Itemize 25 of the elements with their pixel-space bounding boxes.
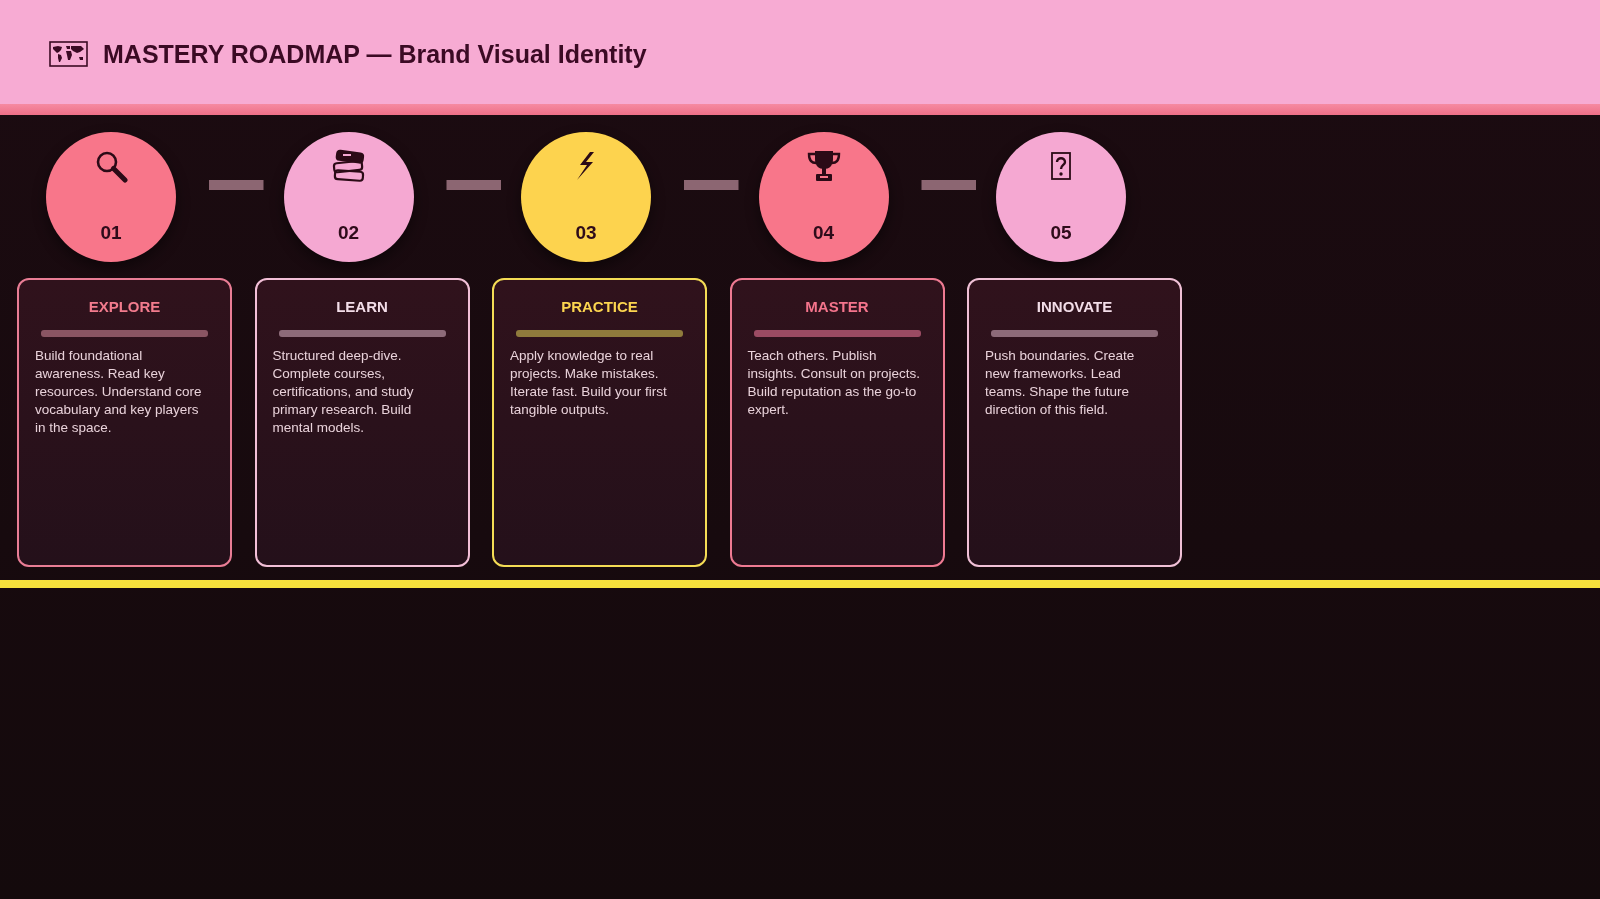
connector-bar: [684, 180, 739, 190]
card-description: Teach others. Publish insights. Consult on projects. Build reputation as the go-to expert.: [747, 347, 922, 419]
card-description: Build foundational awareness. Read key resources. Understand core vocabulary and key players in the space.: [35, 347, 203, 437]
card-description: Push boundaries. Create new frameworks. Lead teams. Shape the future direction of this field.: [985, 347, 1136, 419]
card-title: PRACTICE: [560, 297, 639, 317]
stage-card: [17, 278, 232, 567]
stage-card: [729, 278, 945, 567]
step-number: 05: [1049, 222, 1073, 244]
page-title: MASTERY ROADMAP — Brand Visual Identity: [103, 39, 647, 70]
card-description: Structured deep-dive. Complete courses, certifications, and study primary research. Build mental models.: [272, 347, 415, 437]
step-number: 02: [336, 222, 361, 244]
card-title: INNOVATE: [1035, 297, 1114, 317]
connector-bar: [209, 180, 264, 190]
card-title: EXPLORE: [87, 297, 162, 317]
connector-bar: [921, 180, 976, 190]
card-description: Apply knowledge to real projects. Make mistakes. Iterate fast. Build your first tangible outputs.: [510, 347, 668, 419]
card-title: LEARN: [335, 297, 389, 317]
connector-bar: [446, 180, 501, 190]
step-number: 01: [99, 222, 123, 244]
step-number: 04: [811, 222, 836, 244]
card-title: MASTER: [804, 297, 870, 317]
stage-card: [967, 278, 1182, 567]
step-number: 03: [574, 222, 598, 244]
stage-card: [492, 278, 707, 567]
stage-card: [254, 278, 470, 567]
